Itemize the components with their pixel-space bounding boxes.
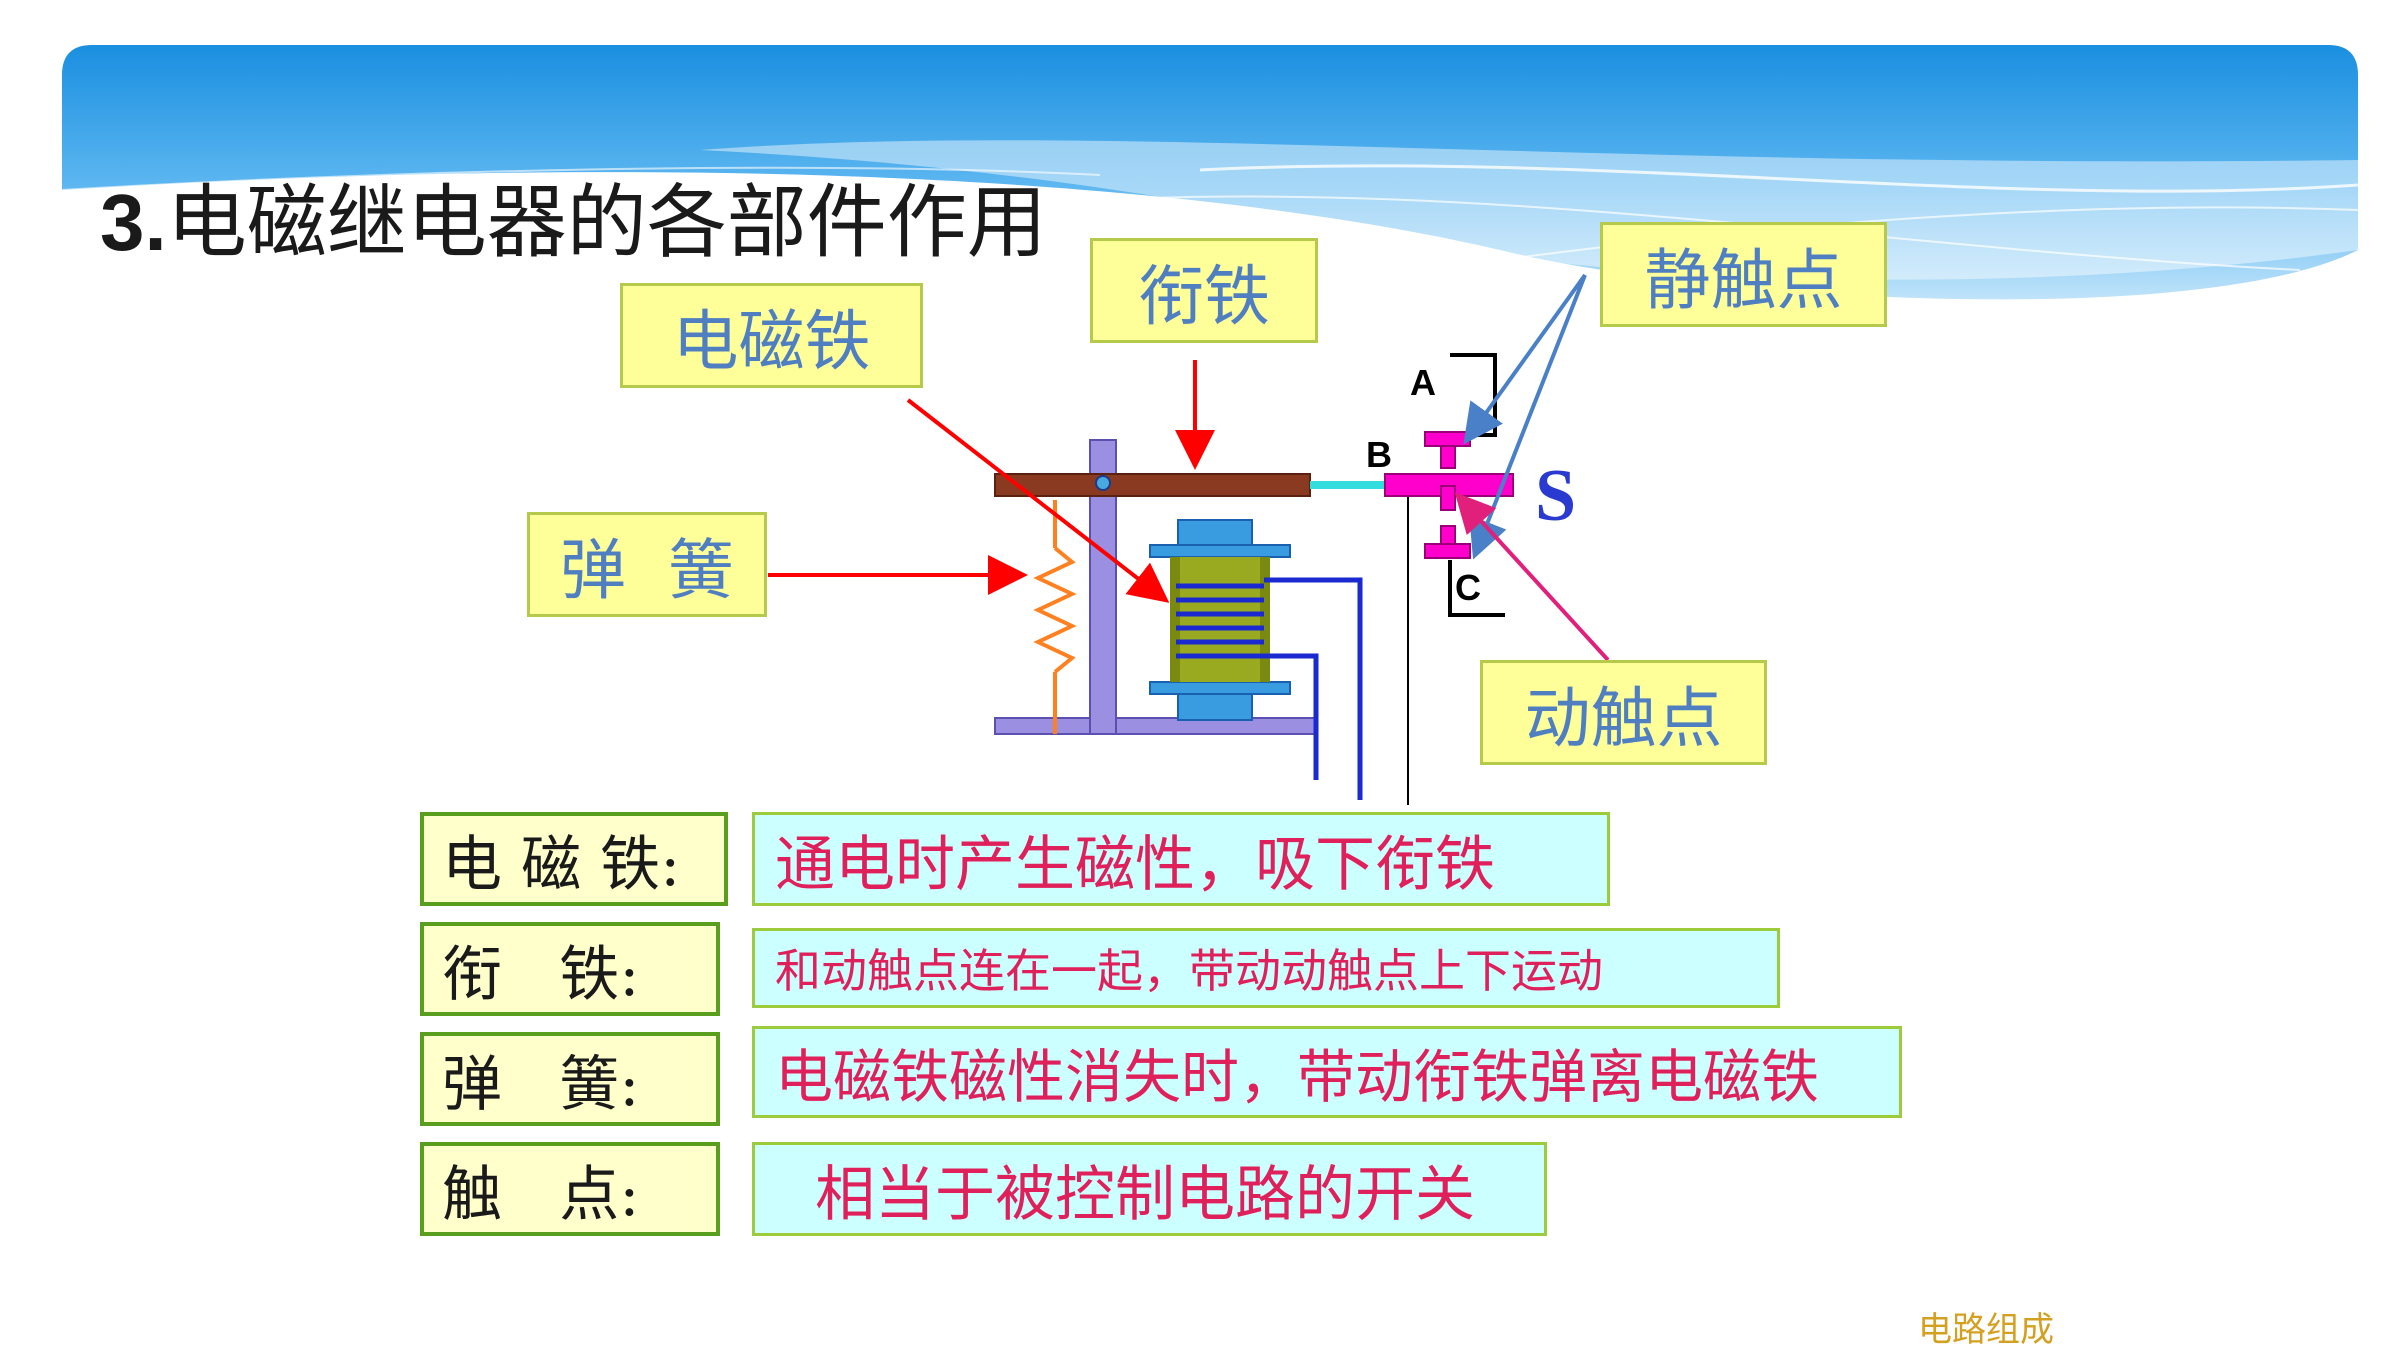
callout-moving-contact: 动触点 [1480,660,1767,765]
desc-electromagnet: 通电时产生磁性，吸下衔铁 [752,812,1610,906]
callout-electromagnet: 电磁铁 [620,283,923,388]
title-number: 3. [100,178,167,267]
armature-bar [994,473,1311,497]
desc-spring: 电磁铁磁性消失时，带动衔铁弹离电磁铁 [752,1026,1902,1118]
label-b: B [1366,434,1392,475]
desc-contact: 相当于被控制电路的开关 [752,1142,1547,1236]
label-s: S [1535,455,1576,537]
arrow-electromagnet [906,398,1170,603]
static-contact-a [1424,431,1471,447]
term-armature: 衔 铁: [420,922,720,1016]
callout-armature: 衔铁 [1090,238,1318,343]
term-spring: 弹 簧: [420,1032,720,1126]
pivot-pin [1095,475,1111,491]
label-c: C [1455,567,1481,608]
coil-wire-1 [1264,577,1363,800]
page-title: 3.电磁继电器的各部件作用 [100,158,1047,274]
footer-label: 电路组成 [1918,1310,2054,1350]
spring [1033,500,1077,734]
static-contact-c-bracket [1448,560,1505,617]
callout-spring: 弹 簧 [527,512,767,617]
title-text: 电磁继电器的各部件作用 [166,176,1047,269]
term-contact: 触 点: [420,1142,720,1236]
static-contact-c-stem [1440,525,1456,545]
coil-wire-2 [1264,653,1319,780]
arrow-static-contact-a [1463,273,1587,445]
term-electromagnet: 电 磁 铁: [420,812,728,906]
moving-contact-stem [1440,485,1456,511]
arrow-moving-contact [1454,492,1610,662]
label-a: A [1410,362,1436,403]
static-contact-a-stem [1440,445,1456,469]
electromagnet [1149,519,1291,721]
base-plate [994,717,1316,735]
static-contact-c [1424,543,1471,559]
callout-static-contact: 静触点 [1600,222,1887,327]
desc-armature: 和动触点连在一起，带动动触点上下运动 [752,928,1780,1008]
